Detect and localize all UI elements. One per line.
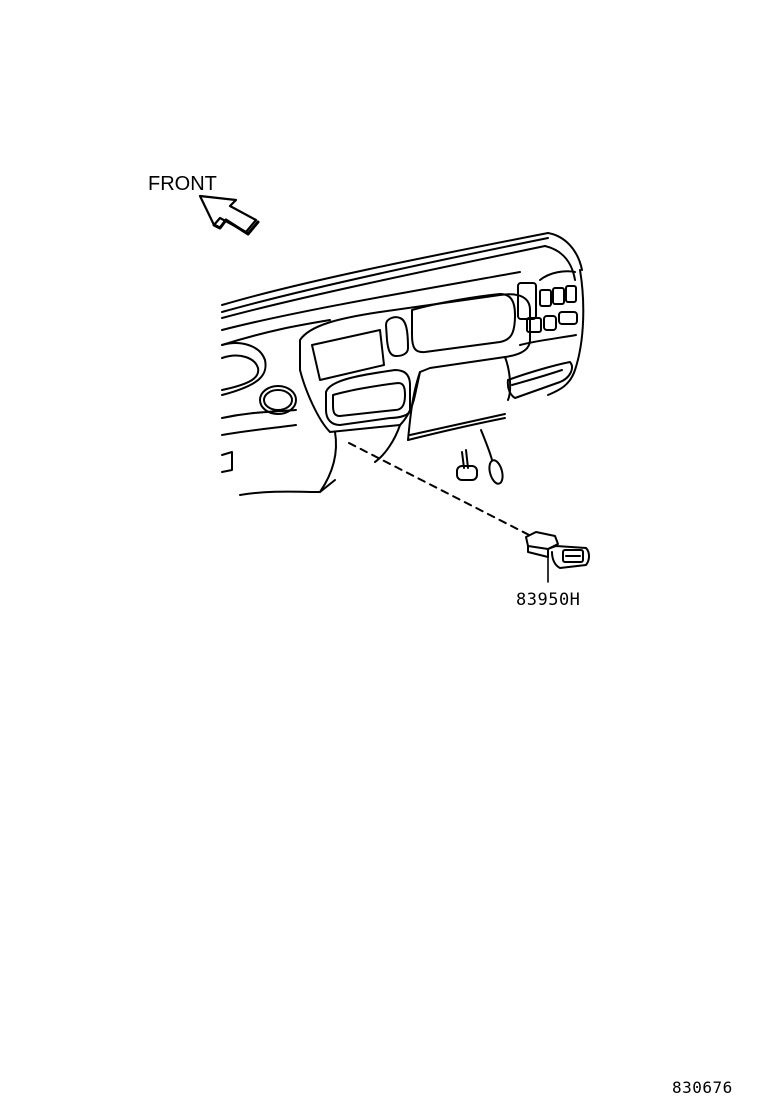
front-direction-arrow-icon (198, 194, 260, 236)
front-orientation-label: FRONT (148, 173, 217, 195)
wire-connector-parts (456, 429, 504, 485)
switch-part-83950h (525, 531, 590, 583)
part-number-label: 83950H (516, 590, 581, 610)
instrument-cluster (299, 293, 531, 433)
right-control-panel (506, 269, 585, 399)
lower-console (319, 356, 512, 493)
dashboard-left (221, 342, 336, 496)
callout-leader-dashed (348, 442, 536, 539)
dashboard-top (221, 232, 583, 346)
figure-id-label: 830676 (672, 1078, 733, 1097)
